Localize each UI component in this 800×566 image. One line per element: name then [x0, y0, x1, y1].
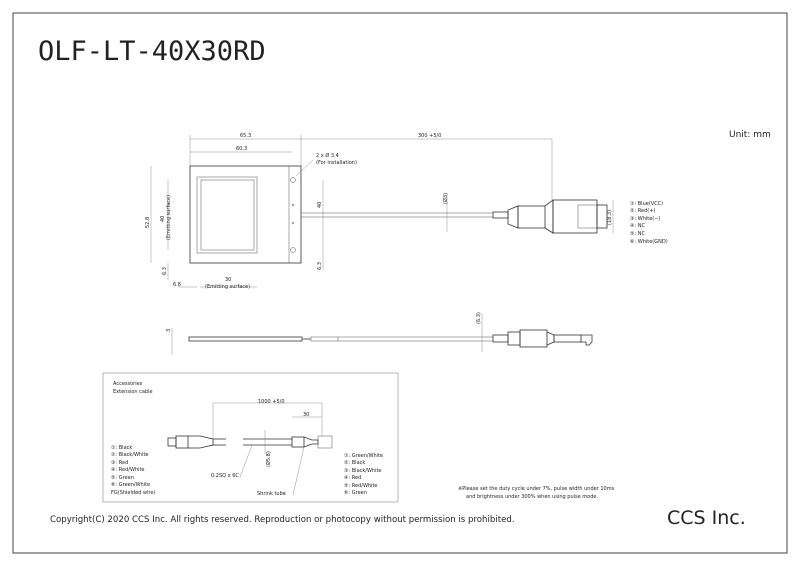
mounting-hole — [290, 177, 296, 183]
dim-tube: 30 — [303, 412, 309, 418]
dim-emit-width: 30 — [225, 277, 231, 283]
mounting-hole — [290, 247, 296, 253]
svg-text:⑥: White(GND): ⑥: White(GND) — [630, 239, 668, 245]
dim-ext-dia: (Ø5.8) — [265, 451, 272, 467]
dim-right: 40 — [317, 202, 323, 208]
svg-text:②: Red(+): ②: Red(+) — [630, 208, 655, 214]
dim-width-inner: 60.3 — [236, 146, 247, 152]
dim-width-outer: 65.3 — [240, 133, 251, 139]
accessories-box: Accessories Extension cable 1000 +5/0 30… — [102, 372, 399, 503]
svg-text:⑤: Red/White: ⑤: Red/White — [344, 483, 377, 489]
accessories-subheading: Extension cable — [113, 389, 153, 395]
dim-emit-height: 40 — [160, 216, 166, 222]
svg-text:②: Black/White: ②: Black/White — [111, 452, 149, 458]
top-view: 65.3 60.3 300 +5/0 2 x Ø 3.4 (For instal… — [145, 133, 668, 290]
svg-text:⑤: NC: ⑤: NC — [630, 231, 645, 237]
company-name: CCS Inc. — [667, 507, 746, 529]
svg-text:⑥: Green: ⑥: Green — [344, 490, 367, 496]
svg-text:④: Red/White: ④: Red/White — [111, 467, 144, 473]
pulse-note-line1: ※Please set the duty cycle under 7%, pul… — [458, 486, 615, 492]
dim-thickness: 3 — [166, 329, 172, 332]
dim-cable-dia: (Ø3) — [442, 193, 449, 204]
holes-note: (For installation) — [316, 160, 357, 166]
svg-text:⑥: Green/White: ⑥: Green/White — [111, 482, 150, 488]
svg-text:③: White(−): ③: White(−) — [630, 216, 660, 222]
dim-holes: 2 x Ø 3.4 — [316, 152, 339, 159]
dim-right-bottom: 6.3 — [317, 262, 323, 270]
drawing-title: OLF-LT-40X30RD — [38, 36, 266, 67]
pinout-list: ①: Blue(VCC) ②: Red(+) ③: White(−) ④: NC… — [630, 201, 668, 245]
svg-text:④: NC: ④: NC — [630, 223, 645, 229]
cable-spec: 0.2SQ x 6C — [211, 473, 239, 479]
svg-text:④: Red: ④: Red — [344, 475, 361, 481]
dim-emit-height-note: (Emitting surface) — [166, 195, 172, 240]
svg-text:FG(Shielded wire): FG(Shielded wire) — [111, 490, 155, 496]
dim-left: 6.8 — [173, 282, 181, 288]
dim-side-connector: (6.3) — [476, 312, 482, 324]
svg-text:③: Red: ③: Red — [111, 460, 128, 466]
copyright-text: Copyright(C) 2020 CCS Inc. All rights re… — [50, 515, 515, 525]
sheet-border — [12, 12, 788, 554]
svg-text:⑤: Green: ⑤: Green — [111, 475, 134, 481]
dim-emit-width-note: (Emitting surface) — [205, 284, 250, 290]
shrink-tube-label: Shrink tube — [257, 491, 286, 497]
svg-text:①: Black: ①: Black — [111, 445, 132, 451]
ext-right-pinout: ①: Green/White ②: Black ③: Black/White ④… — [344, 453, 383, 496]
dim-height: 52.8 — [145, 217, 151, 228]
svg-text:②: Black: ②: Black — [344, 460, 365, 466]
unit-label: Unit: mm — [729, 130, 771, 140]
svg-text:③: Black/White: ③: Black/White — [344, 468, 382, 474]
dim-connector: (18.3) — [607, 210, 613, 225]
accessories-heading: Accessories — [113, 381, 143, 387]
dim-ext-length: 1000 +5/0 — [258, 399, 285, 405]
svg-text:①: Blue(VCC): ①: Blue(VCC) — [630, 201, 663, 207]
svg-text:①: Green/White: ①: Green/White — [344, 453, 383, 459]
dim-cable-length: 300 +5/0 — [418, 133, 441, 139]
ext-left-pinout: ①: Black ②: Black/White ③: Red ④: Red/Wh… — [111, 445, 155, 496]
connector — [492, 199, 608, 234]
side-view: 3 (6.3) — [166, 312, 593, 355]
pulse-note-line2: and brightness under 300% when using pul… — [466, 494, 598, 500]
dim-bottom-left: 6.3 — [162, 267, 168, 275]
